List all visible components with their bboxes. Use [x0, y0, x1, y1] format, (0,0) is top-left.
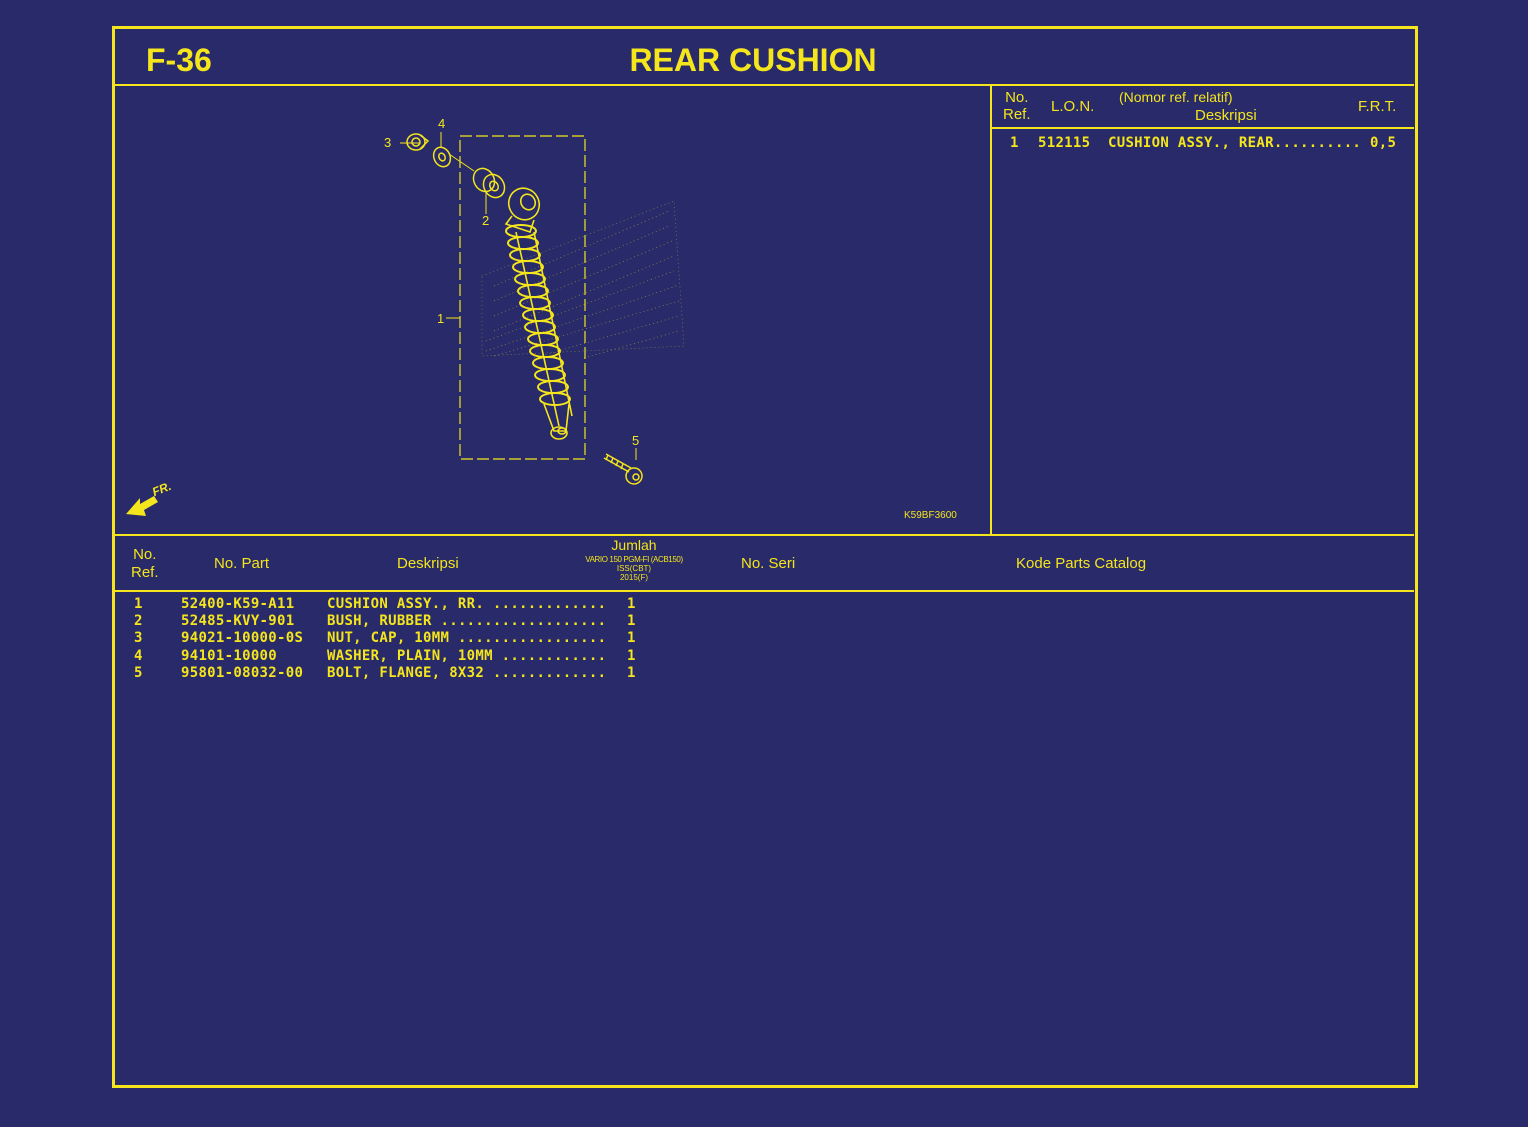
row-desc: NUT, CAP, 10MM .........................…: [327, 630, 605, 646]
row-qty: 1: [627, 648, 636, 664]
leader-dots: ..............................: [440, 613, 605, 629]
row-ref: 1: [134, 596, 143, 612]
row-ref: 2: [134, 613, 143, 629]
shock-absorber-part-1: [504, 187, 573, 440]
leader-dots: ..............................: [492, 665, 605, 681]
row-desc-text: NUT, CAP, 10MM: [327, 630, 450, 646]
row-qty: 1: [627, 630, 636, 646]
parts-header-model-2: ISS(CBT): [616, 564, 652, 573]
frt-row-frt: 0,5: [1370, 135, 1397, 151]
row-desc-text: BOLT, FLANGE, 8X32: [327, 665, 485, 681]
row-qty: 1: [627, 596, 636, 612]
frt-header-divider: [992, 127, 1414, 129]
frt-header-desc: Deskripsi: [1195, 107, 1257, 124]
parts-header-serial: No. Seri: [741, 555, 796, 572]
frt-header-no: No. Ref.: [1003, 89, 1031, 123]
row-desc-text: CUSHION ASSY., RR.: [327, 596, 485, 612]
callout-5: 5: [632, 433, 640, 448]
leader-dots: ..................................: [1273, 135, 1364, 151]
page-title: REAR CUSHION: [629, 42, 877, 78]
leader-dots: ..............................: [492, 596, 605, 612]
row-part: 95801-08032-00: [181, 665, 304, 681]
washer-part-4: [432, 146, 452, 168]
row-ref: 5: [134, 665, 143, 681]
parts-header-qty: Jumlah VARIO 150 PGM-FI (ACB150) ISS(CBT…: [574, 537, 694, 582]
callout-4: 4: [438, 116, 446, 131]
row-part: 94021-10000-0S: [181, 630, 304, 646]
row-qty: 1: [627, 665, 636, 681]
rear-cushion-drawing: [126, 132, 685, 516]
frt-header-rel-ref: (Nomor ref. relatif): [1119, 89, 1233, 105]
parts-header-catalog: Kode Parts Catalog: [1016, 555, 1147, 572]
parts-header-no-2: Ref.: [131, 564, 159, 581]
frt-row-desc-text: CUSHION ASSY., REAR: [1108, 135, 1274, 151]
row-part: 94101-10000: [181, 648, 278, 664]
leader-dots: ..............................: [457, 630, 605, 646]
frt-header-frt: F.R.T.: [1358, 98, 1397, 115]
catalog-frame: [112, 26, 1418, 1088]
exploded-diagram: 3 4 2 1 5 FR. K59BF3600: [114, 86, 990, 534]
parts-header-part: No. Part: [214, 555, 270, 572]
row-ref: 3: [134, 630, 143, 646]
callout-1: 1: [437, 311, 445, 326]
row-desc: WASHER, PLAIN, 10MM ....................…: [327, 648, 605, 664]
front-arrow-icon: [126, 496, 158, 516]
parts-header-no-1: No.: [133, 546, 157, 563]
frt-row-ref: 1: [1010, 135, 1019, 151]
row-part: 52400-K59-A11: [181, 596, 295, 612]
diagram-divider: [990, 86, 992, 535]
parts-header-qty-label: Jumlah: [611, 537, 657, 553]
row-desc: BOLT, FLANGE, 8X32 .....................…: [327, 665, 605, 681]
parts-header-model-1: VARIO 150 PGM-FI (ACB150): [585, 555, 683, 564]
diagram-bottom-divider: [114, 534, 1414, 536]
parts-header-desc: Deskripsi: [397, 555, 459, 572]
row-desc-text: BUSH, RUBBER: [327, 613, 432, 629]
row-ref: 4: [134, 648, 143, 664]
callout-3: 3: [384, 135, 392, 150]
row-desc: BUSH, RUBBER ...........................…: [327, 613, 605, 629]
callout-2: 2: [482, 213, 490, 228]
leader-dots: ..............................: [501, 648, 605, 664]
nut-part-3: [406, 133, 430, 151]
hatch-shadow: [481, 200, 685, 359]
page-code: F-36: [146, 42, 212, 78]
bush-part-2: [472, 167, 506, 199]
row-desc: CUSHION ASSY., RR. .....................…: [327, 596, 605, 612]
row-qty: 1: [627, 613, 636, 629]
row-part: 52485-KVY-901: [181, 613, 295, 629]
frt-header-lon: L.O.N.: [1051, 98, 1095, 115]
title-divider: [114, 84, 1414, 86]
frt-header-no-text: No. Ref.: [1003, 89, 1031, 123]
diagram-code: K59BF3600: [904, 510, 957, 521]
frt-row-lon: 512115: [1038, 135, 1091, 151]
row-desc-text: WASHER, PLAIN, 10MM: [327, 648, 493, 664]
frt-row-desc: CUSHION ASSY., REAR.....................…: [1108, 135, 1364, 151]
parts-header-no: No. Ref.: [131, 546, 159, 582]
bolt-part-5: [603, 453, 643, 485]
parts-header-model-3: 2015(F): [619, 573, 648, 582]
parts-header-divider: [114, 590, 1414, 592]
assembly-box: [459, 135, 586, 460]
